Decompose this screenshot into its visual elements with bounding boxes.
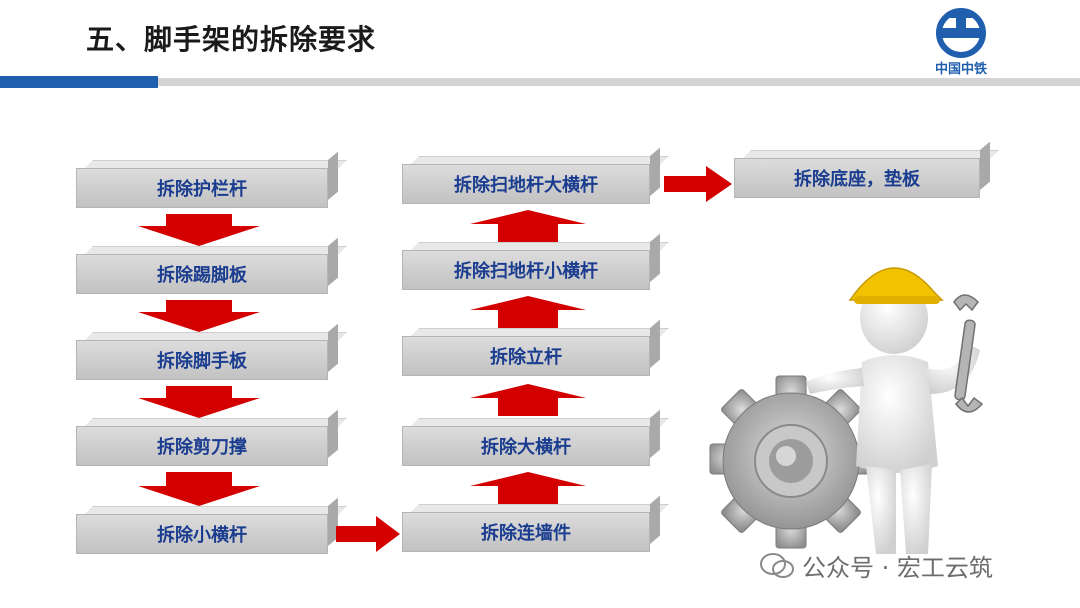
crec-logo-icon: [936, 8, 986, 58]
step-remove-sweep-rod-big: 拆除扫地杆大横杆: [402, 147, 669, 204]
wrench-icon: [953, 294, 984, 413]
step-remove-base-pad: 拆除底座，垫板: [734, 141, 999, 198]
gear-icon: [709, 375, 873, 549]
step-remove-upright: 拆除立杆: [402, 319, 669, 376]
step-label: 拆除护栏杆: [157, 179, 247, 200]
title-divider: [158, 78, 1080, 86]
step-remove-toeboard: 拆除踢脚板: [76, 237, 347, 294]
down-arrow-icon: [138, 386, 260, 418]
wechat-icon: [760, 552, 794, 578]
logo-caption: 中国中铁: [934, 62, 987, 77]
step-remove-wall-tie: 拆除连墙件: [402, 495, 669, 552]
up-arrow-icon: [470, 296, 586, 328]
step-remove-scaffold-board: 拆除脚手板: [76, 323, 347, 380]
step-label: 拆除脚手板: [157, 351, 247, 372]
company-logo: 中国中铁: [922, 8, 1000, 78]
step-label: 拆除立杆: [490, 347, 562, 368]
step-remove-cross-brace: 拆除剪刀撑: [76, 409, 347, 466]
step-remove-sweep-rod-small: 拆除扫地杆小横杆: [402, 233, 669, 290]
page-title: 五、脚手架的拆除要求: [86, 23, 377, 56]
up-arrow-icon: [470, 384, 586, 416]
step-label: 拆除剪刀撑: [157, 437, 247, 458]
up-arrow-icon: [470, 472, 586, 504]
step-label: 拆除扫地杆大横杆: [454, 175, 598, 196]
step-remove-big-crossbar: 拆除大横杆: [402, 409, 669, 466]
watermark: 公众号 · 宏工云筑: [760, 548, 993, 583]
step-label: 拆除连墙件: [481, 523, 571, 544]
step-label: 拆除扫地杆小横杆: [454, 261, 598, 282]
step-label: 拆除大横杆: [481, 437, 571, 458]
title-accent-bar: [0, 76, 158, 88]
step-label: 拆除踢脚板: [157, 265, 247, 286]
step-label: 拆除底座，垫板: [794, 169, 920, 190]
down-arrow-icon: [138, 214, 260, 246]
right-arrow-icon: [664, 166, 732, 202]
worker-with-gear-illustration: [709, 267, 984, 554]
step-label: 拆除小横杆: [157, 525, 247, 546]
down-arrow-icon: [138, 472, 260, 506]
up-arrow-icon: [470, 210, 586, 242]
down-arrow-icon: [138, 300, 260, 332]
step-remove-guardrail: 拆除护栏杆: [76, 151, 347, 208]
worker-figure: [806, 267, 980, 554]
watermark-text: 公众号 · 宏工云筑: [802, 554, 993, 582]
step-remove-small-crossbar: 拆除小横杆: [76, 497, 347, 554]
right-arrow-icon: [336, 516, 400, 552]
